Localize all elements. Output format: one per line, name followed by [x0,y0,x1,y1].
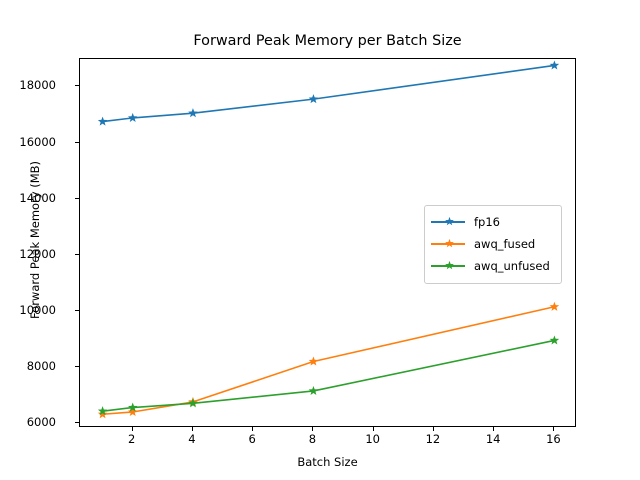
x-tick-label: 8 [308,432,317,446]
data-point-marker [308,385,319,395]
chart-legend: fp16 awq_fused awq_unfused [424,205,562,284]
legend-item-awq_unfused[interactable]: awq_unfused [431,255,555,277]
series-awq_fused [97,301,560,419]
data-point-marker [308,356,319,366]
x-tick-label: 10 [365,432,380,446]
y-tick-label: 8000 [26,359,56,374]
legend-label: fp16 [474,215,500,229]
y-tick-label: 10000 [19,302,56,317]
y-tick-mark [75,253,79,255]
legend-item-fp16[interactable]: fp16 [431,211,555,233]
data-point-marker [549,335,560,345]
series-line [102,64,555,123]
x-tick-label: 2 [128,432,136,446]
y-tick-mark [75,197,79,199]
y-tick-label: 18000 [19,78,56,93]
x-tick-mark [191,427,193,431]
series-awq_unfused [97,335,560,416]
x-tick-mark [372,427,374,431]
data-point-marker [549,60,560,70]
y-tick-label: 16000 [19,134,56,149]
x-tick-label: 14 [485,432,501,446]
data-point-marker [308,94,319,104]
x-tick-label: 6 [248,432,256,446]
y-tick-label: 12000 [19,246,56,261]
x-tick-mark [312,427,314,431]
x-tick-mark [432,427,434,431]
x-tick-label: 12 [425,432,441,446]
series-line [102,339,555,412]
y-tick-mark [75,141,79,143]
legend-label: awq_unfused [474,259,550,273]
x-tick-mark [252,427,254,431]
legend-item-awq_fused[interactable]: awq_fused [431,233,555,255]
x-tick-label: 4 [188,432,196,446]
x-tick-mark [493,427,495,431]
data-point-marker [188,398,198,408]
x-axis-label: Batch Size [297,455,358,469]
y-tick-mark [75,366,79,368]
x-tick-label: 16 [546,432,561,446]
chart-title: Forward Peak Memory per Batch Size [193,33,462,49]
y-tick-label: 6000 [26,415,56,430]
data-point-marker [97,116,108,126]
x-tick-mark [131,427,133,431]
y-tick-mark [75,422,79,424]
series-fp16 [97,60,560,126]
data-point-marker [127,402,138,412]
series-line [102,305,555,416]
data-point-marker [127,407,138,417]
legend-swatch-icon [431,235,465,253]
data-point-marker [97,406,108,416]
x-tick-mark [553,427,555,431]
plot-lines [97,60,560,419]
y-tick-label: 14000 [19,190,56,205]
data-point-marker [549,301,560,311]
y-tick-mark [75,85,79,87]
legend-swatch-icon [431,257,465,275]
legend-label: awq_fused [474,237,536,251]
data-point-marker [188,108,198,118]
data-point-marker [97,409,108,419]
y-tick-mark [75,309,79,311]
data-point-marker [127,112,138,122]
legend-swatch-icon [431,213,465,231]
